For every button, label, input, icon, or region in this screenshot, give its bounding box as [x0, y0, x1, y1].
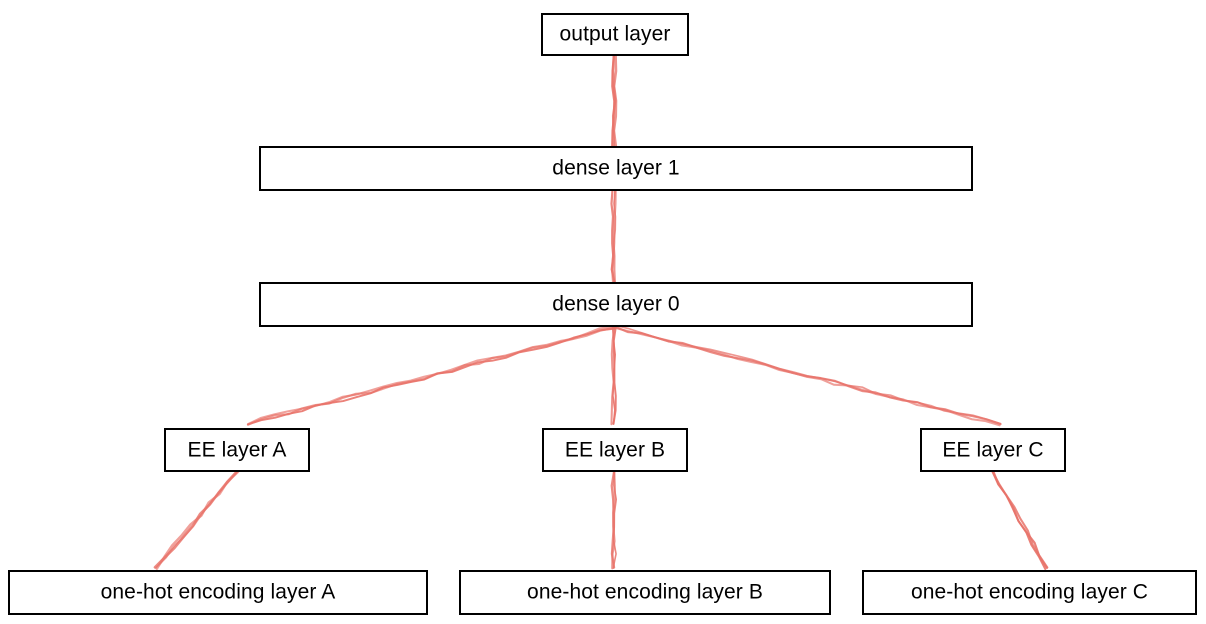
edge-ee-c-to-dense0	[612, 324, 1002, 427]
edge-dense0-to-dense1	[610, 189, 617, 284]
node-label: EE layer B	[564, 438, 666, 461]
edge-dense1-to-output	[611, 54, 618, 148]
node-label: dense layer 1	[552, 156, 680, 180]
node-ee-layer-a[interactable]: EE layer A	[164, 428, 310, 472]
node-label: dense layer 0	[552, 292, 680, 316]
node-dense-layer-0[interactable]: dense layer 0	[259, 282, 973, 327]
node-one-hot-encoding-layer-a[interactable]: one-hot encoding layer A	[8, 570, 428, 615]
edge-ee-a-to-dense0	[246, 325, 616, 426]
node-label: one-hot encoding layer B	[527, 580, 763, 604]
node-label: EE layer C	[942, 438, 1044, 461]
node-label: output layer	[559, 22, 671, 46]
node-one-hot-encoding-layer-b[interactable]: one-hot encoding layer B	[459, 570, 831, 615]
node-dense-layer-1[interactable]: dense layer 1	[259, 146, 973, 191]
edge-onehot-a-to-ee-a	[153, 470, 240, 570]
edge-onehot-b-to-ee-b	[610, 470, 618, 570]
node-ee-layer-b[interactable]: EE layer B	[542, 428, 688, 472]
edge-onehot-c-to-ee-c	[991, 470, 1049, 571]
node-label: EE layer A	[187, 438, 287, 461]
node-label: one-hot encoding layer A	[100, 580, 336, 604]
node-ee-layer-c[interactable]: EE layer C	[920, 428, 1066, 472]
node-output-layer[interactable]: output layer	[541, 13, 689, 56]
node-label: one-hot encoding layer C	[910, 580, 1149, 604]
node-one-hot-encoding-layer-c[interactable]: one-hot encoding layer C	[862, 570, 1197, 615]
edge-ee-b-to-dense0	[610, 326, 617, 426]
